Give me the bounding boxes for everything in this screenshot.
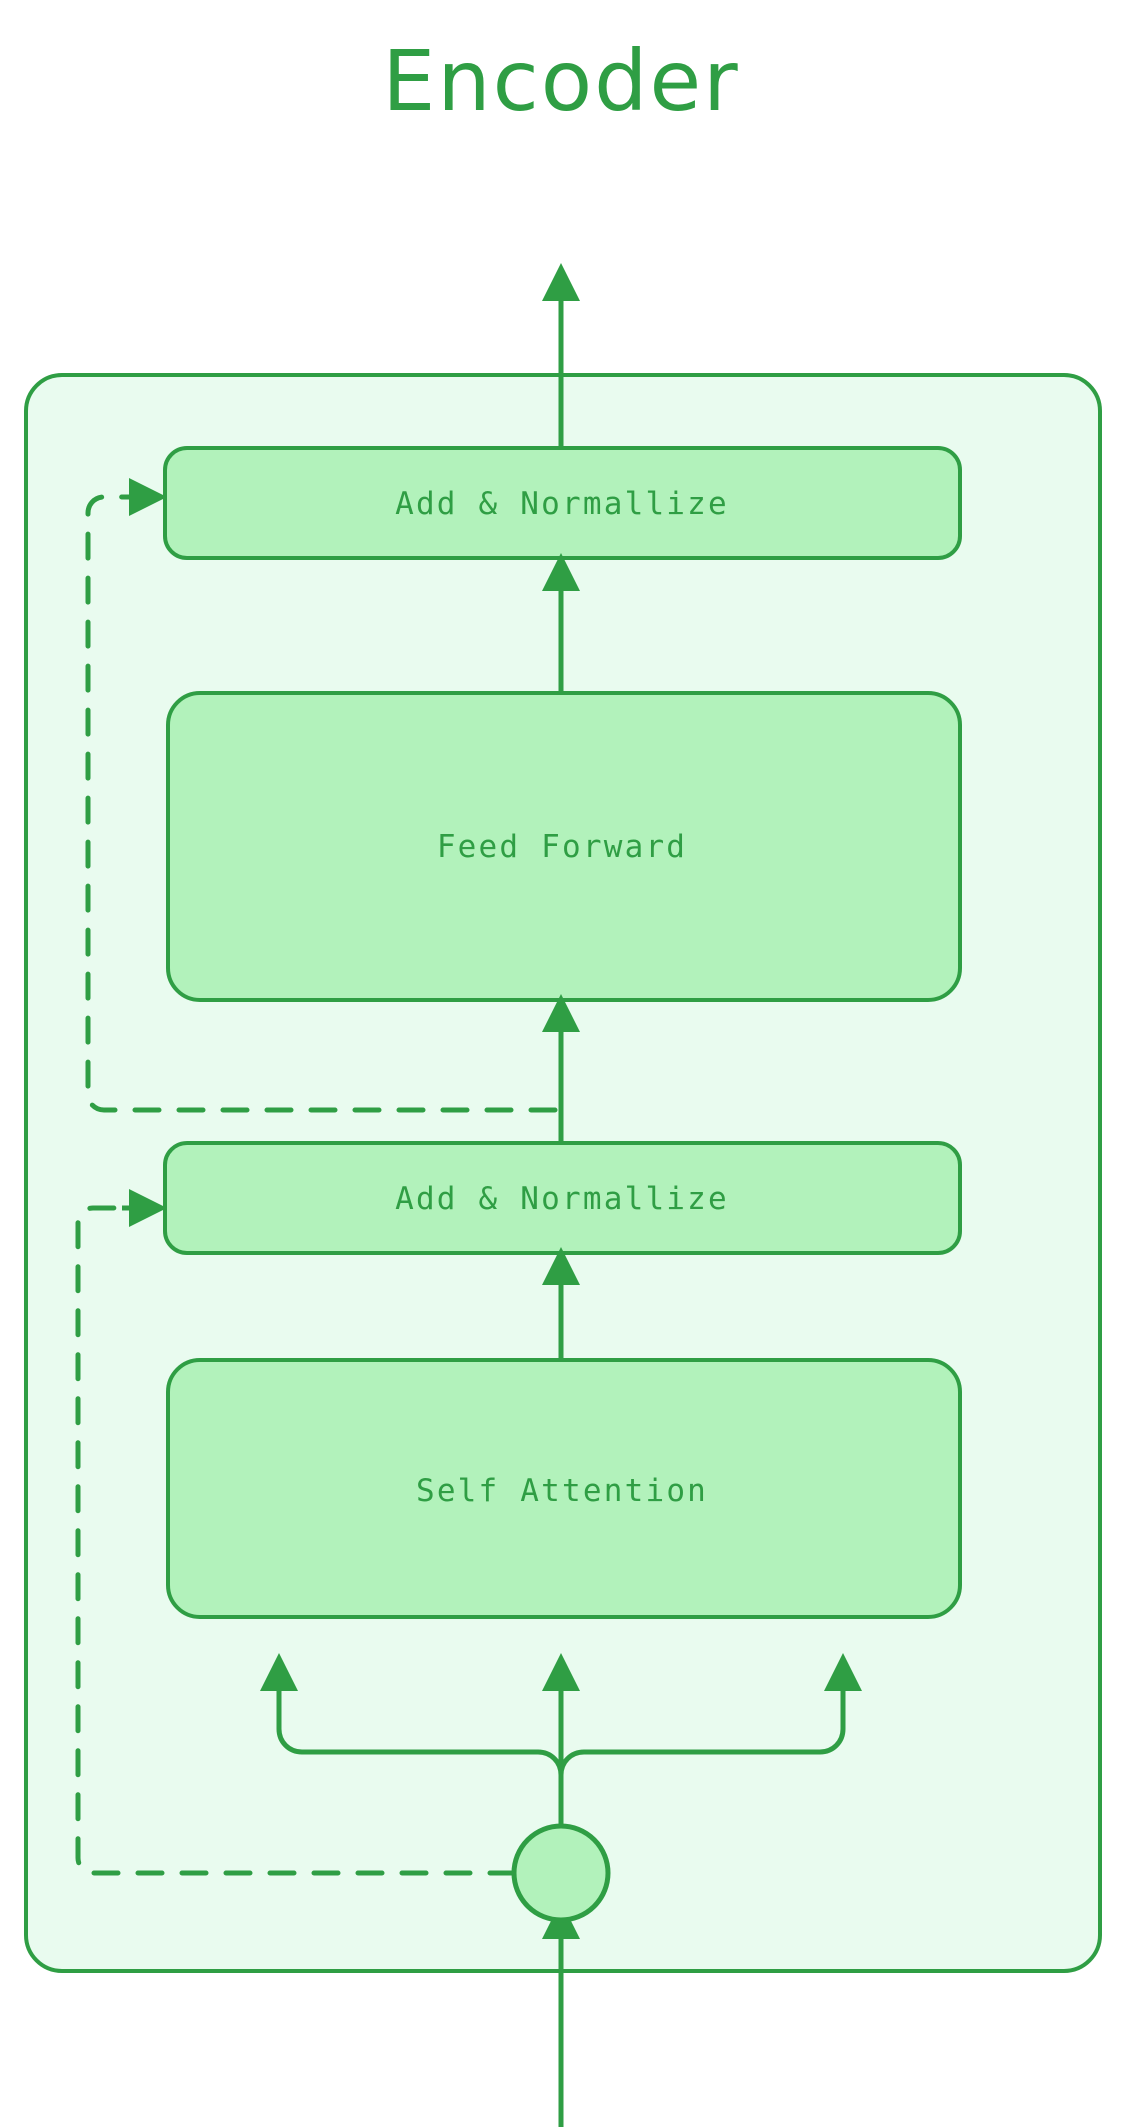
node-feed-forward-label: Feed Forward xyxy=(437,829,687,865)
node-add-normalize-bottom-label: Add & Normallize xyxy=(395,1181,729,1217)
node-add-normalize-top[interactable]: Add & Normallize xyxy=(163,446,962,560)
node-self-attention[interactable]: Self Attention xyxy=(166,1358,962,1619)
node-input-circle[interactable] xyxy=(511,1823,611,1923)
node-self-attention-label: Self Attention xyxy=(416,1473,708,1509)
edge-residual-lower-dashed xyxy=(75,1205,517,1876)
node-add-normalize-bottom[interactable]: Add & Normallize xyxy=(163,1141,962,1255)
node-input-circle-shape xyxy=(511,1823,611,1923)
edge-qkv-right-value xyxy=(558,1652,862,1776)
edge-residual-upper-dashed xyxy=(85,494,558,1113)
edge-qkv-left-query xyxy=(260,1652,564,1776)
page-title: Encoder xyxy=(382,32,739,130)
node-self-attention-box xyxy=(166,1358,962,1619)
node-add-normalize-top-label: Add & Normallize xyxy=(395,486,729,522)
node-feed-forward[interactable]: Feed Forward xyxy=(166,691,962,1002)
